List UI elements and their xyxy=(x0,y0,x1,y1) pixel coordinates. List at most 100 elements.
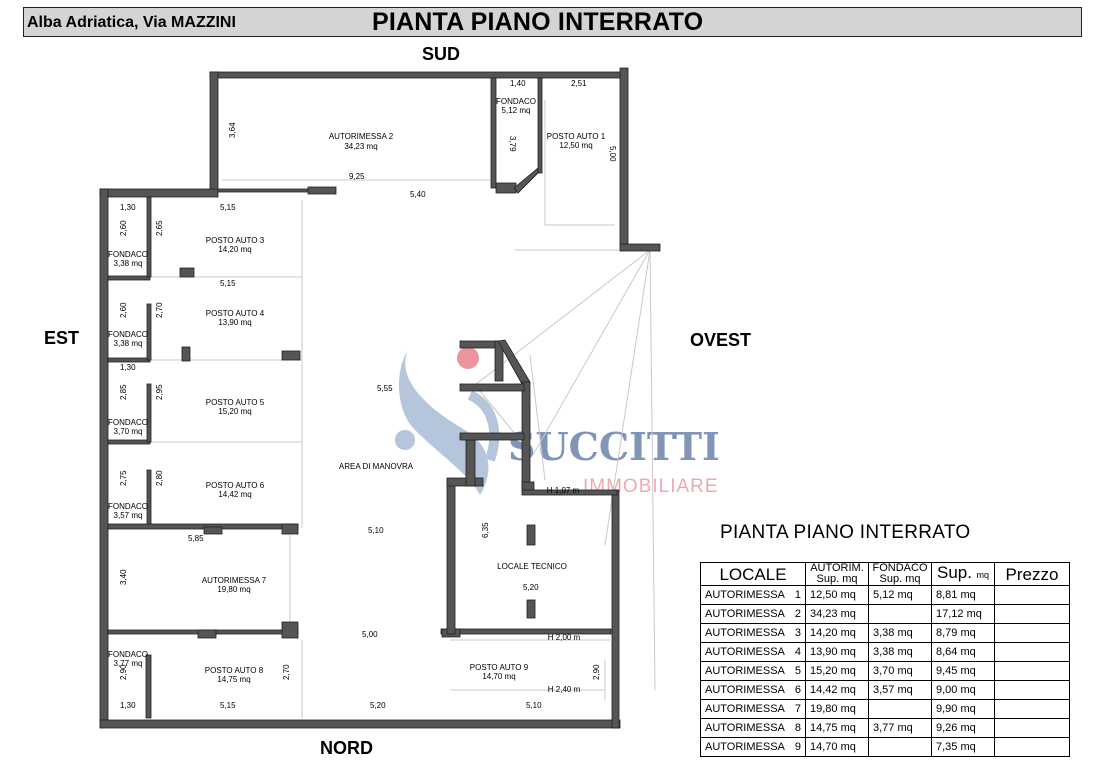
dim-6-35: 6,35 xyxy=(481,522,490,538)
cell-autorim: 13,90 mq xyxy=(805,642,869,662)
height-2-40: H 2,40 m xyxy=(548,685,581,694)
dim-5-55: 5,55 xyxy=(377,384,393,393)
dim-2-60-a: 2,60 xyxy=(119,220,128,236)
cell-autorim: 19,80 mq xyxy=(805,699,869,719)
room-posto-3: POSTO AUTO 3 xyxy=(206,236,265,245)
cell-autorim: 34,23 mq xyxy=(805,604,869,624)
page-title: PIANTA PIANO INTERRATO xyxy=(372,8,704,36)
dim-2-75: 2,75 xyxy=(119,470,128,486)
room-fondaco-8: FONDACO xyxy=(108,650,148,659)
cell-sup: 8,81 mq xyxy=(931,585,995,605)
cell-locale-name: AUTORIMESSA xyxy=(705,589,785,601)
dim-5-20-a: 5,20 xyxy=(523,583,539,592)
watermark-logo: SUCCITTI IMMOBILIARE xyxy=(395,347,720,497)
cell-locale-num: 9 xyxy=(794,741,801,753)
header-sup-main: Sup. xyxy=(937,563,972,582)
header-autorim: AUTORIM. Sup. mq xyxy=(805,562,869,586)
surface-table: LOCALE AUTORIM. Sup. mq FONDACO Sup. mq … xyxy=(700,562,1070,757)
header-fondaco-line2: Sup. mq xyxy=(879,573,921,585)
cell-locale: AUTORIMESSA 7 xyxy=(700,699,806,719)
header-bar: Alba Adriatica, Via MAZZINI PIANTA PIANO… xyxy=(23,7,1082,37)
dim-2-70-b: 2,70 xyxy=(282,664,291,680)
cell-locale-name: AUTORIMESSA xyxy=(705,722,785,734)
cell-fondaco: 3,38 mq xyxy=(868,623,932,643)
cell-prezzo xyxy=(994,585,1070,605)
header-prezzo: Prezzo xyxy=(994,562,1070,586)
room-fondaco-4: FONDACO xyxy=(108,330,148,339)
room-posto-4-area: 13,90 mq xyxy=(218,318,251,327)
dim-2-80: 2,80 xyxy=(155,470,164,486)
cell-autorim: 14,20 mq xyxy=(805,623,869,643)
cell-prezzo xyxy=(994,718,1070,738)
cell-locale: AUTORIMESSA 6 xyxy=(700,680,806,700)
dim-5-85: 5,85 xyxy=(188,534,204,543)
cell-locale-name: AUTORIMESSA xyxy=(705,627,785,639)
cell-locale-name: AUTORIMESSA xyxy=(705,608,785,620)
table-row: AUTORIMESSA 2 34,23 mq 17,12 mq xyxy=(700,604,1070,624)
cell-locale: AUTORIMESSA 5 xyxy=(700,661,806,681)
cell-locale-num: 7 xyxy=(794,703,801,715)
room-posto-3-area: 14,20 mq xyxy=(218,245,251,254)
dim-1-30-c: 1,30 xyxy=(120,701,136,710)
dim-5-00-v: 5,00 xyxy=(608,146,617,162)
dim-5-40: 5,40 xyxy=(410,190,426,199)
dim-2-60-b: 2,60 xyxy=(119,302,128,318)
cell-sup: 17,12 mq xyxy=(931,604,995,624)
room-fondaco-5: FONDACO xyxy=(108,418,148,427)
cell-autorim: 14,42 mq xyxy=(805,680,869,700)
cell-fondaco xyxy=(868,737,932,757)
direction-north: NORD xyxy=(320,738,373,758)
cell-locale-num: 1 xyxy=(794,589,801,601)
cell-locale-num: 5 xyxy=(794,665,801,677)
dim-2-95: 2,95 xyxy=(155,384,164,400)
cell-locale-num: 3 xyxy=(794,627,801,639)
room-fondaco-top-area: 5,12 mq xyxy=(502,106,531,115)
cell-prezzo xyxy=(994,642,1070,662)
cell-locale-num: 2 xyxy=(794,608,801,620)
cell-locale-name: AUTORIMESSA xyxy=(705,684,785,696)
cell-prezzo xyxy=(994,699,1070,719)
dim-2-85: 2,85 xyxy=(119,384,128,400)
dim-2-51: 2,51 xyxy=(571,79,587,88)
cell-locale-num: 6 xyxy=(794,684,801,696)
cell-locale: AUTORIMESSA 1 xyxy=(700,585,806,605)
header-sup: Sup. mq xyxy=(931,562,995,586)
room-autorimessa-2: AUTORIMESSA 2 xyxy=(329,132,394,141)
room-posto-8-area: 14,75 mq xyxy=(217,675,250,684)
direction-east: EST xyxy=(44,328,80,348)
room-fondaco-3-area: 3,38 mq xyxy=(114,259,143,268)
cell-sup: 8,64 mq xyxy=(931,642,995,662)
dim-5-15-c: 5,15 xyxy=(220,701,236,710)
cell-fondaco xyxy=(868,604,932,624)
dim-2-90-b: 2,90 xyxy=(592,664,601,680)
cell-sup: 7,35 mq xyxy=(931,737,995,757)
table-title: PIANTA PIANO INTERRATO xyxy=(720,522,971,543)
room-fondaco-8-area: 3,77 mq xyxy=(114,659,143,668)
cell-locale: AUTORIMESSA 3 xyxy=(700,623,806,643)
header-fondaco-line1: FONDACO xyxy=(872,562,928,574)
cell-locale-name: AUTORIMESSA xyxy=(705,703,785,715)
cell-fondaco: 5,12 mq xyxy=(868,585,932,605)
dim-3-64: 3,64 xyxy=(228,122,237,138)
location-label: Alba Adriatica, Via MAZZINI xyxy=(27,14,236,31)
room-posto-8: POSTO AUTO 8 xyxy=(205,666,264,675)
cell-locale-name: AUTORIMESSA xyxy=(705,741,785,753)
dim-9-25: 9,25 xyxy=(349,172,365,181)
dim-1-30-a: 1,30 xyxy=(120,203,136,212)
room-autorimessa-2-area: 34,23 mq xyxy=(344,142,377,151)
header-sup-unit: mq xyxy=(976,570,989,580)
dim-5-10-a: 5,10 xyxy=(368,526,384,535)
cell-prezzo xyxy=(994,604,1070,624)
room-posto-4: POSTO AUTO 4 xyxy=(206,309,265,318)
cell-locale-name: AUTORIMESSA xyxy=(705,665,785,677)
cell-autorim: 14,75 mq xyxy=(805,718,869,738)
cell-prezzo xyxy=(994,661,1070,681)
room-fondaco-top: FONDACO xyxy=(496,97,536,106)
